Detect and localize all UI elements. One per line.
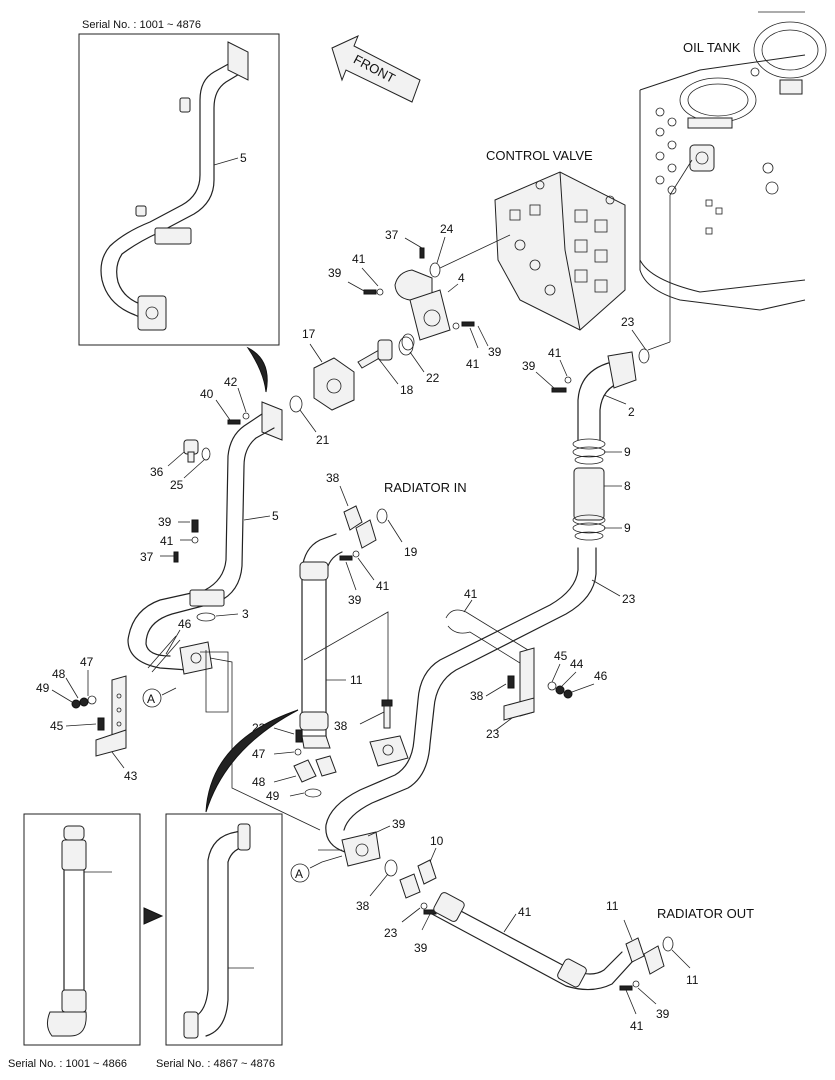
inset-box-bottom-left: [23, 813, 141, 1046]
callout-label: 41: [548, 346, 562, 360]
callout-label: 48: [52, 667, 66, 681]
pipe-3: [325, 547, 597, 853]
inset-box-bottom-right: [165, 813, 283, 1046]
pipe-11-variant-b: [183, 823, 251, 1039]
detail-marker-a: A: [147, 692, 155, 706]
callout-label: 11: [606, 899, 619, 913]
radiator-out-title: RADIATOR OUT: [657, 906, 754, 921]
callout-label: 25: [170, 478, 184, 492]
callout-label: 41: [376, 579, 390, 593]
callout-label: 11: [350, 673, 363, 687]
callout-label: 23: [622, 592, 636, 606]
callout-label: 5: [240, 151, 247, 165]
callout-label: 39: [392, 817, 406, 831]
callout-label: 47: [252, 747, 266, 761]
callout-label: 21: [316, 433, 330, 447]
callout-label: 5: [272, 509, 279, 523]
callout-label: 44: [570, 657, 584, 671]
callout-label: 39: [488, 345, 502, 359]
serial-bottom-right: Serial No. : 4867 ~ 4876: [156, 1058, 275, 1070]
callout-label: 38: [334, 719, 348, 733]
callout-label: 39: [348, 593, 362, 607]
callout-label: 41: [630, 1019, 644, 1033]
callout-label: 38: [356, 899, 370, 913]
callout-label: 39: [656, 1007, 670, 1021]
oil-tank-title: OIL TANK: [683, 40, 741, 55]
callout-label: 36: [150, 465, 164, 479]
callout-label: 42: [224, 375, 238, 389]
callout-label: 22: [426, 371, 440, 385]
callout-label: 9: [624, 445, 631, 459]
callout-label: 46: [594, 669, 608, 683]
callout-label: 39: [158, 515, 172, 529]
pipe-5-inset: [100, 41, 249, 331]
callout-label: 3: [242, 607, 249, 621]
inset-box-top: [78, 33, 280, 346]
callout-label: 39: [522, 359, 536, 373]
callout-label: 24: [440, 222, 454, 236]
callout-label: 23: [384, 926, 398, 940]
serial-top-box: Serial No. : 1001 ~ 4876: [82, 19, 201, 31]
callout-label: 19: [404, 545, 418, 559]
callout-label: 23: [486, 727, 500, 741]
oil-tank: OIL TANK: [639, 11, 827, 311]
callout-label: 41: [518, 905, 532, 919]
pipe-10: [431, 892, 633, 991]
serial-bottom-left: Serial No. : 1001 ~ 4866: [8, 1058, 127, 1070]
callout-label: 48: [252, 775, 266, 789]
callout-label: 2: [628, 405, 635, 419]
callout-label: 43: [124, 769, 138, 783]
callout-label: 47: [80, 655, 94, 669]
detail-marker-a-2: A: [295, 867, 303, 881]
callout-label: 8: [624, 479, 631, 493]
callout-label: 4: [458, 271, 465, 285]
control-valve: CONTROL VALVE: [486, 148, 626, 331]
bracket-43: [95, 675, 127, 757]
pipe-11-center: [299, 533, 343, 749]
callout-label: 41: [160, 534, 174, 548]
callout-label: 38: [470, 689, 484, 703]
callout-label: 23: [621, 315, 635, 329]
pipe-5-main: [127, 401, 283, 675]
callout-label: 49: [36, 681, 50, 695]
callout-label: 11: [686, 973, 699, 987]
callout-label: 45: [50, 719, 64, 733]
hose-assembly: [572, 438, 606, 541]
radiator-in-title: RADIATOR IN: [384, 480, 467, 495]
callout-label: 10: [430, 834, 444, 848]
callout-label: 46: [178, 617, 192, 631]
callout-label: 41: [466, 357, 480, 371]
pipe-11-variant-a: [46, 825, 87, 1037]
callout-label: 18: [400, 383, 414, 397]
callout-label: 17: [302, 327, 316, 341]
callout-label: 41: [352, 252, 366, 266]
callout-label: 37: [140, 550, 154, 564]
callout-label: 40: [200, 387, 214, 401]
callout-label: 49: [266, 789, 280, 803]
callout-label: 41: [464, 587, 478, 601]
control-valve-title: CONTROL VALVE: [486, 148, 593, 163]
callout-label: 45: [554, 649, 568, 663]
front-arrow: FRONT: [331, 35, 421, 103]
callout-label: 38: [326, 471, 340, 485]
callout-label: 39: [328, 266, 342, 280]
callout-label: 9: [624, 521, 631, 535]
callout-label: 37: [385, 228, 399, 242]
callout-label: 39: [414, 941, 428, 955]
